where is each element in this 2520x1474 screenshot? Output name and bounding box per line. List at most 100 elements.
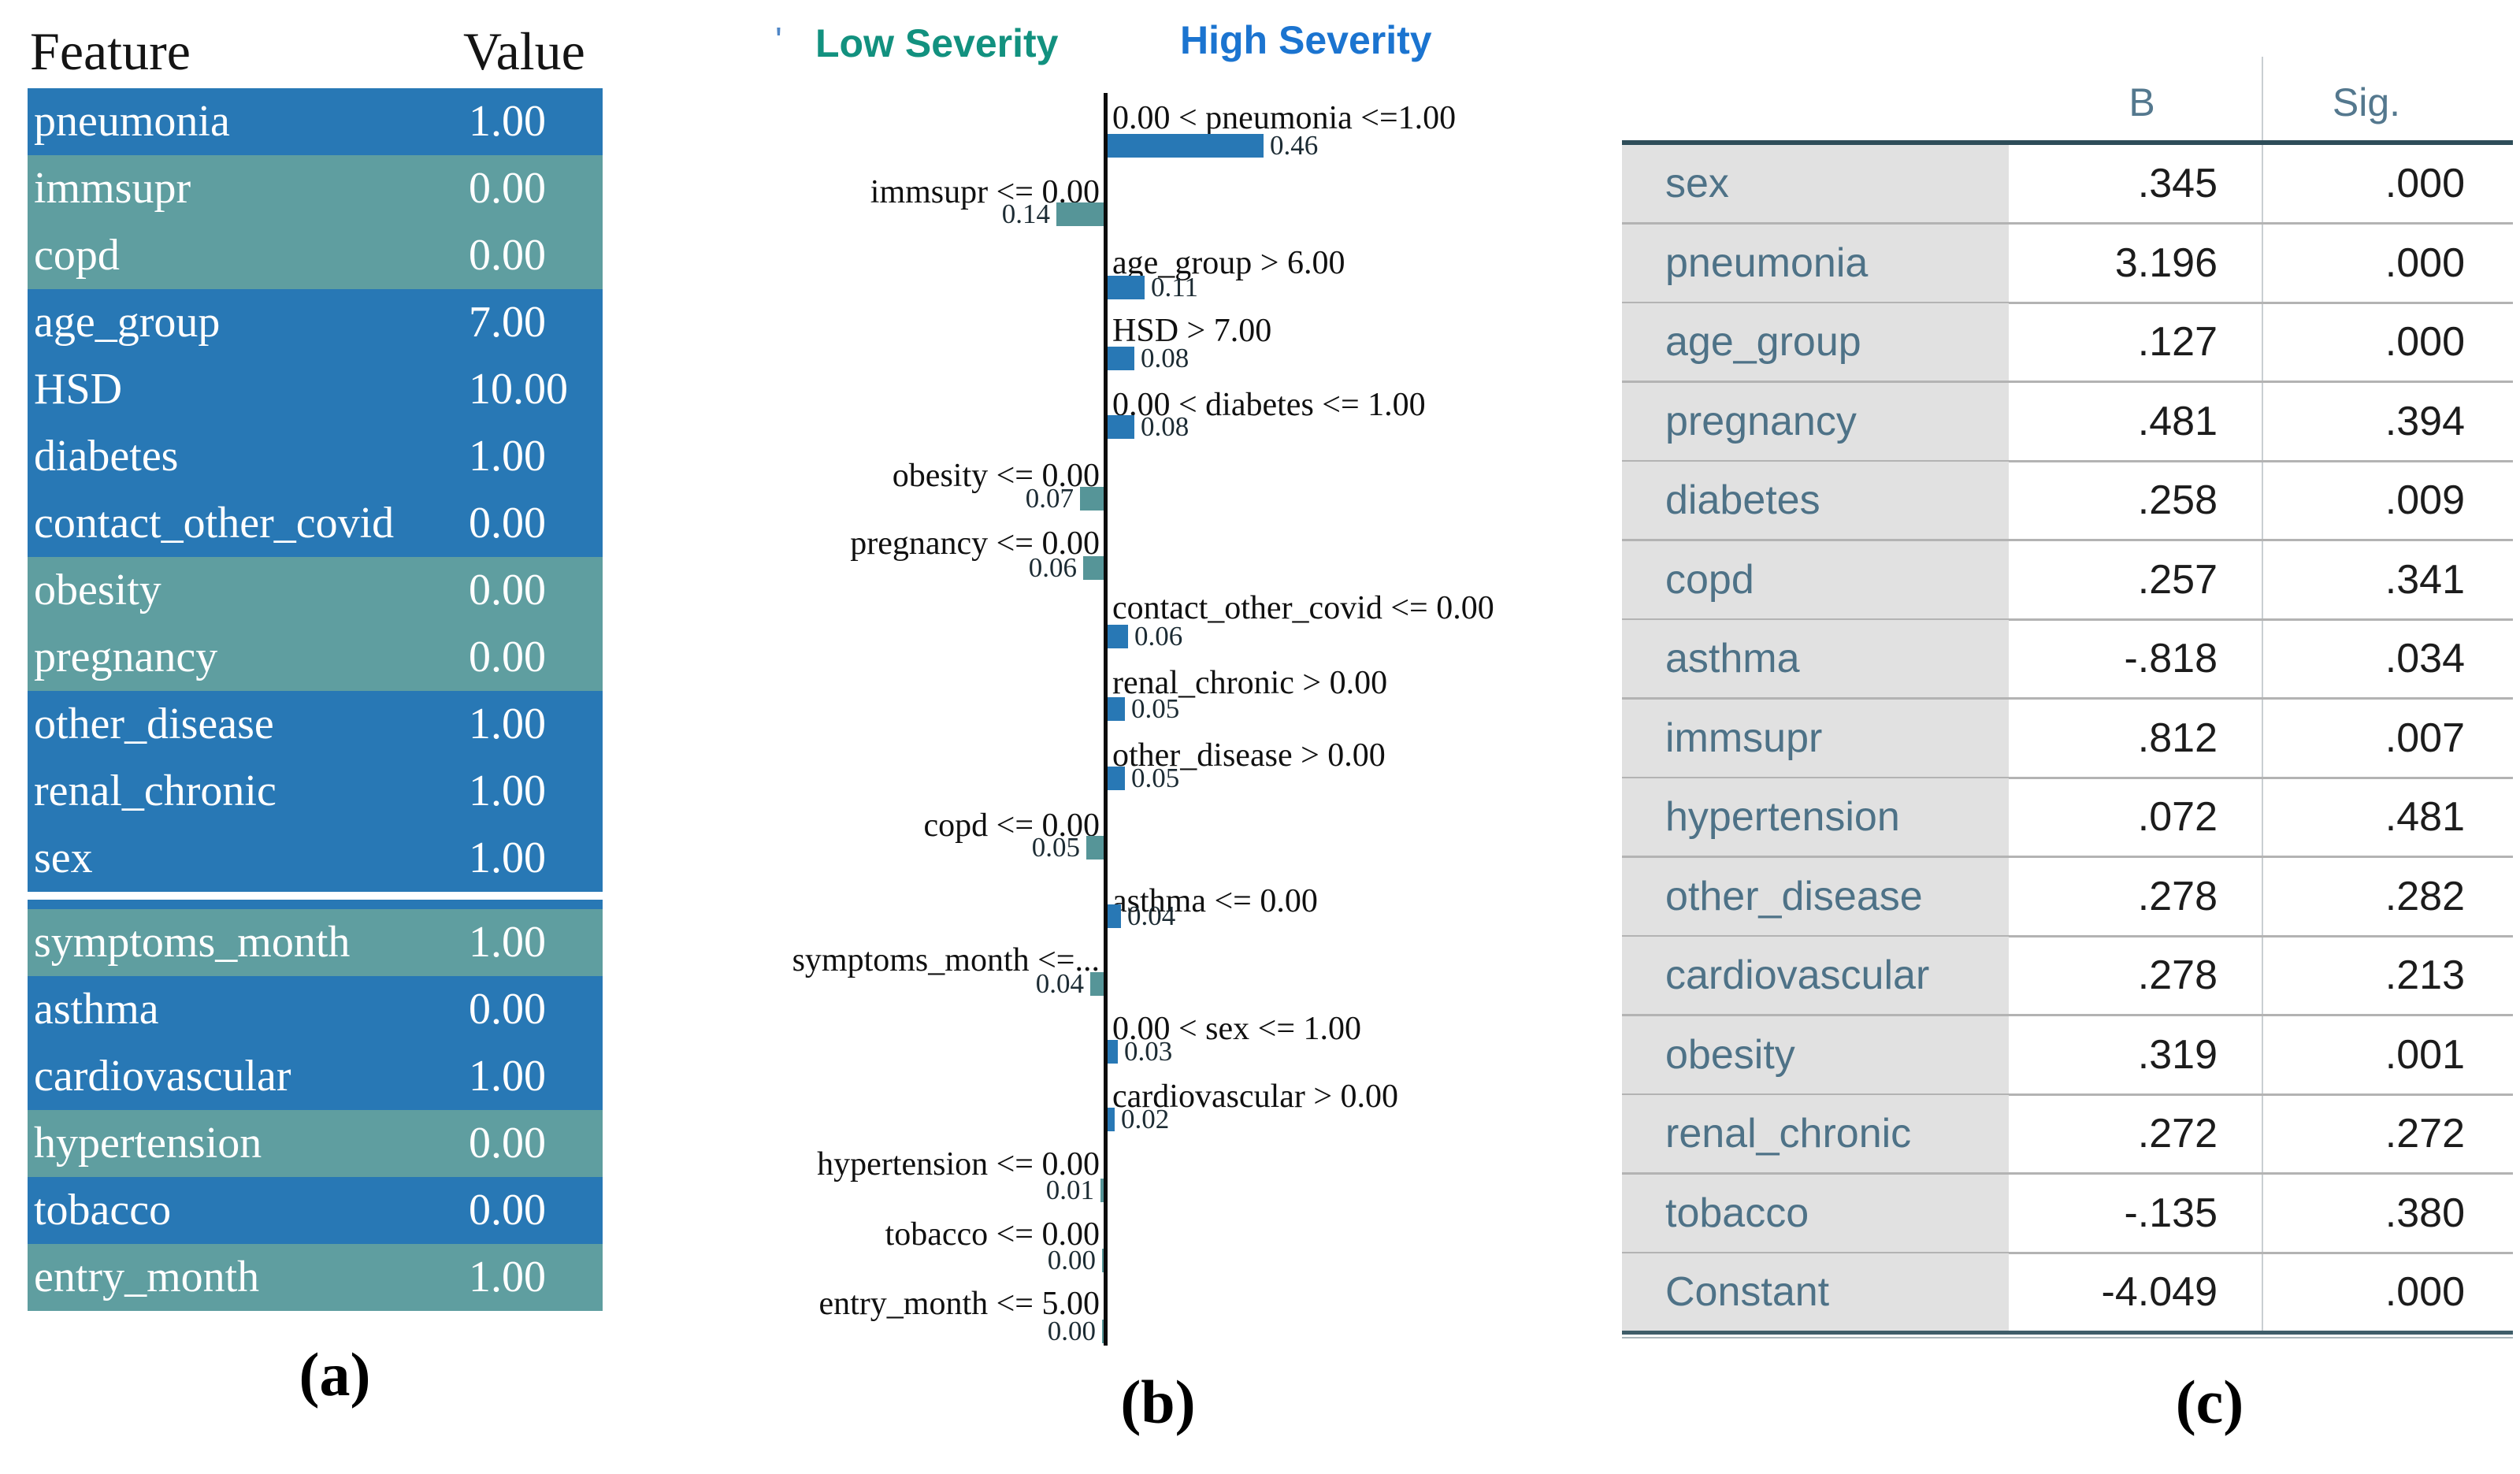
value-cell: 1.00 <box>469 1052 546 1101</box>
value-cell: 10.00 <box>469 365 568 414</box>
bar-label: pregnancy <= 0.00 <box>850 525 1100 562</box>
row-label-cell <box>1622 620 2009 697</box>
bar <box>1108 415 1134 439</box>
feature-cell: other_disease <box>34 700 274 748</box>
bar-label: 0.00 < sex <= 1.00 <box>1112 1011 1362 1047</box>
table-row: asthma 0.00 <box>28 976 603 1043</box>
row-label: renal_chronic <box>1665 1111 1912 1157</box>
bar-value: 0.04 <box>1127 900 1176 931</box>
sig-value: .000 <box>2385 1269 2465 1315</box>
value-cell: 0.00 <box>469 985 546 1034</box>
bar-label: tobacco <= 0.00 <box>885 1216 1100 1253</box>
bar-label: copd <= 0.00 <box>923 808 1100 844</box>
table-bottom-rule <box>1622 1331 2513 1335</box>
table-row: sex.345.000 <box>1622 145 2513 225</box>
bar-value: 0.06 <box>1134 621 1183 652</box>
sig-value: .001 <box>2385 1032 2465 1078</box>
row-label: hypertension <box>1665 794 1900 840</box>
bar-label: 0.00 < diabetes <= 1.00 <box>1112 387 1426 423</box>
bar-label: obesity <= 0.00 <box>892 458 1100 494</box>
b-value: 3.196 <box>2114 240 2218 286</box>
table-row: other_disease 1.00 <box>28 691 603 758</box>
bar-label: contact_other_covid <= 0.00 <box>1112 590 1494 626</box>
sig-value: .000 <box>2385 161 2465 206</box>
row-label: asthma <box>1665 636 1800 681</box>
bar-value: 0.02 <box>1121 1104 1170 1134</box>
bar <box>1080 487 1104 511</box>
row-label: other_disease <box>1665 874 1923 919</box>
row-label: immsupr <box>1665 715 1823 761</box>
bar-value: 0.07 <box>1025 483 1074 514</box>
row-label-cell <box>1622 541 2009 618</box>
feature-cell: tobacco <box>34 1186 172 1235</box>
feature-cell: symptoms_month <box>34 918 351 967</box>
panel-c-column-header-b: B <box>2128 80 2155 124</box>
feature-cell: HSD <box>34 365 123 414</box>
b-value: -.135 <box>2124 1190 2218 1236</box>
value-cell: 1.00 <box>469 700 546 748</box>
row-label-cell <box>1622 383 2009 460</box>
table-row: immsupr.812.007 <box>1622 700 2513 779</box>
feature-cell: pregnancy <box>34 633 218 681</box>
bar-label: renal_chronic > 0.00 <box>1112 665 1388 701</box>
b-value: .812 <box>2137 715 2218 761</box>
row-label-cell <box>1622 1016 2009 1093</box>
bar <box>1108 904 1121 928</box>
feature-cell: entry_month <box>34 1253 260 1301</box>
table-row: cardiovascular.278.213 <box>1622 937 2513 1016</box>
bar-value: 0.00 <box>1047 1245 1096 1275</box>
b-value: .345 <box>2137 161 2218 206</box>
bar <box>1056 202 1104 226</box>
value-cell: 1.00 <box>469 834 546 882</box>
row-label-cell <box>1622 303 2009 381</box>
sig-value: .213 <box>2385 952 2465 998</box>
row-divider-sliver <box>28 900 603 909</box>
row-label-cell <box>1622 1175 2009 1252</box>
bar <box>1100 1179 1104 1202</box>
row-label: pregnancy <box>1665 399 1857 444</box>
header-rule <box>1622 140 2513 145</box>
value-cell: 0.00 <box>469 231 546 280</box>
bar <box>1108 1108 1115 1131</box>
b-value: .127 <box>2137 319 2218 365</box>
value-cell: 7.00 <box>469 298 546 347</box>
b-value: -4.049 <box>2101 1269 2218 1315</box>
column-separator-line <box>2262 57 2263 1332</box>
bar-label: entry_month <= 5.00 <box>818 1286 1100 1322</box>
row-label-cell <box>1622 1095 2009 1172</box>
feature-cell: hypertension <box>34 1119 262 1168</box>
row-label-cell <box>1622 1253 2009 1331</box>
table-bottom-rule-shadow <box>1622 1337 2513 1338</box>
bar-value: 0.08 <box>1141 411 1189 442</box>
feature-cell: renal_chronic <box>34 767 276 815</box>
table-row: obesity.319.001 <box>1622 1016 2513 1096</box>
bar <box>1083 556 1104 580</box>
center-axis-line <box>1104 93 1108 1346</box>
b-value: .257 <box>2137 557 2218 603</box>
feature-cell: asthma <box>34 985 159 1034</box>
value-cell: 0.00 <box>469 164 546 213</box>
row-label: cardiovascular <box>1665 952 1930 998</box>
bar-value: 0.01 <box>1045 1175 1094 1205</box>
value-cell: 0.00 <box>469 566 546 614</box>
bar-value: 0.00 <box>1047 1316 1096 1346</box>
row-label-cell <box>1622 700 2009 777</box>
table-row: HSD 10.00 <box>28 356 603 423</box>
row-label: copd <box>1665 557 1754 603</box>
bar <box>1108 276 1145 299</box>
bar <box>1086 836 1104 860</box>
row-label-cell <box>1622 225 2009 302</box>
row-label: Constant <box>1665 1269 1830 1315</box>
bar-label: asthma <= 0.00 <box>1112 883 1318 919</box>
table-row: age_group.127.000 <box>1622 303 2513 383</box>
feature-cell: obesity <box>34 566 161 614</box>
